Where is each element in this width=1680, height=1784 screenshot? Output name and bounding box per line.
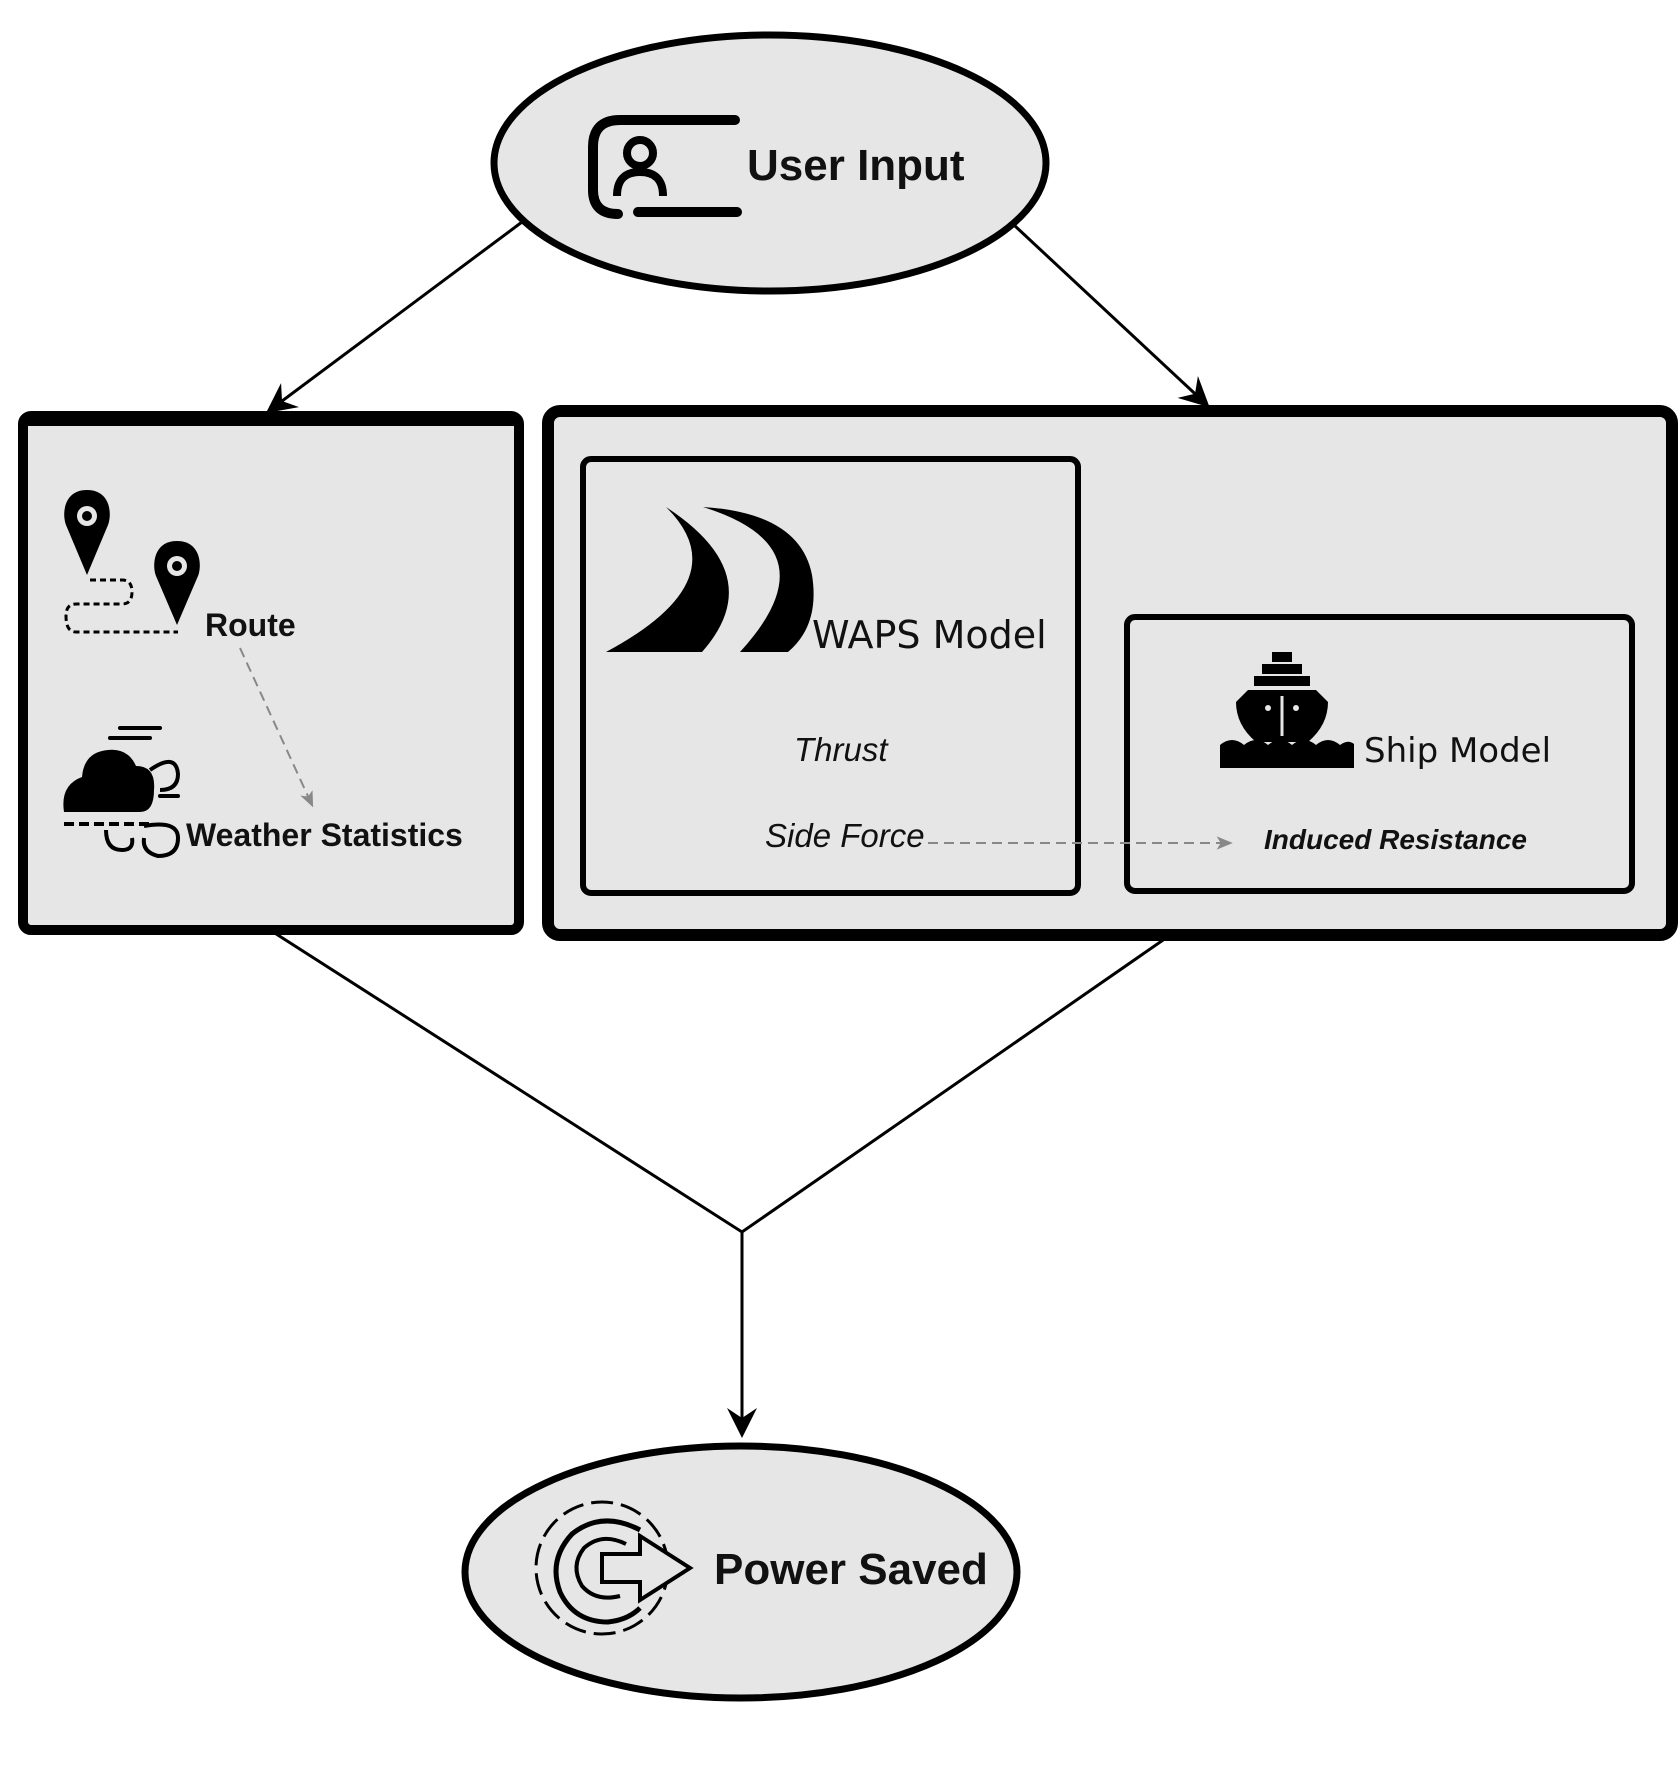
user-input-label: User Input bbox=[747, 141, 965, 190]
data-sources-box: Route Weather Statistics bbox=[18, 411, 524, 935]
side-force-label: Side Force bbox=[765, 817, 925, 854]
ship-model-label: Ship Model bbox=[1364, 731, 1551, 771]
gear-arrow-icon bbox=[534, 1500, 694, 1636]
edge-inputs-merge bbox=[269, 928, 1167, 1234]
ship-icon bbox=[1220, 652, 1354, 768]
route-label: Route bbox=[205, 607, 296, 643]
edge-user-to-models bbox=[1013, 224, 1210, 408]
wind-sails-icon bbox=[606, 507, 814, 652]
user-input-node: User Input bbox=[490, 31, 1050, 295]
user-id-card-icon bbox=[588, 115, 742, 219]
power-saved-label: Power Saved bbox=[714, 1545, 988, 1594]
thrust-label: Thrust bbox=[794, 731, 889, 768]
weather-label: Weather Statistics bbox=[186, 817, 463, 853]
induced-resistance-label: Induced Resistance bbox=[1264, 824, 1527, 855]
edge-user-to-route bbox=[265, 220, 523, 413]
edge-route-to-weather bbox=[239, 647, 314, 808]
route-pins-icon bbox=[64, 490, 200, 634]
models-box: WAPS Model Thrust Side Force Ship Model … bbox=[542, 405, 1678, 941]
waps-model-box: WAPS Model Thrust Side Force bbox=[580, 456, 1081, 896]
cloud-wind-icon bbox=[63, 726, 181, 859]
waps-model-label: WAPS Model bbox=[812, 613, 1047, 657]
ship-model-box: Ship Model Induced Resistance bbox=[1124, 614, 1635, 894]
power-saved-node: Power Saved bbox=[461, 1442, 1021, 1702]
